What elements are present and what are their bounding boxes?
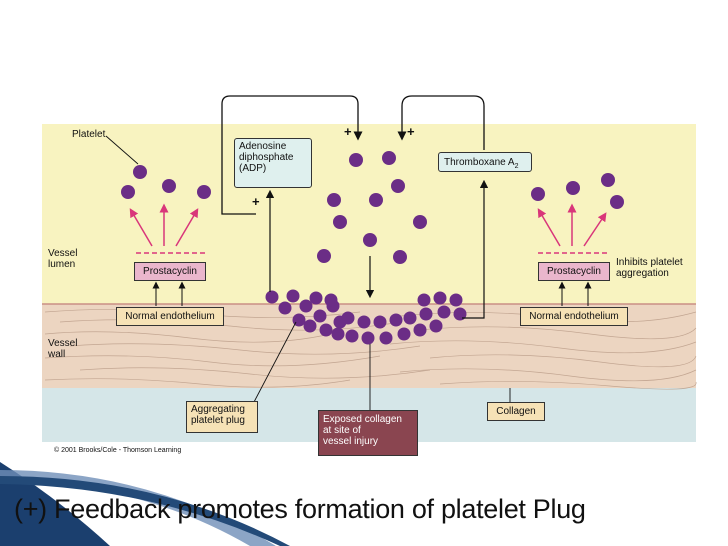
aggregating-plug-label: Aggregating platelet plug: [191, 404, 245, 426]
prostacyclin-label-left: Prostacyclin: [143, 266, 197, 277]
exposed-collagen-label: Exposed collagen at site of vessel injur…: [323, 414, 402, 447]
plus-sign-3: +: [252, 194, 260, 209]
vessel-wall-label: Vessel wall: [48, 338, 78, 360]
normal-endothelium-label-right: Normal endothelium: [529, 311, 619, 322]
normal-endothelium-label-left: Normal endothelium: [125, 311, 215, 322]
adp-label: Adenosine diphosphate (ADP): [239, 141, 294, 174]
normal-endothelium-box-right: Normal endothelium: [520, 307, 628, 326]
slide-caption: (+) Feedback promotes formation of plate…: [14, 494, 586, 524]
copyright-text: © 2001 Brooks/Cole - Thomson Learning: [54, 447, 182, 454]
repel-arrows-left: [129, 203, 199, 247]
exposed-collagen-box: Exposed collagen at site of vessel injur…: [318, 410, 418, 456]
adp-box: Adenosine diphosphate (ADP): [234, 138, 312, 188]
collagen-label: Collagen: [496, 406, 536, 417]
plus-sign-2: +: [407, 124, 415, 139]
thromboxane-box: Thromboxane A2: [438, 152, 532, 172]
platelet-plug-cluster: [265, 289, 467, 345]
normal-endothelium-box-left: Normal endothelium: [116, 307, 224, 326]
free-platelets: [121, 151, 624, 264]
inhibits-label: Inhibits platelet aggregation: [616, 257, 683, 279]
vessel-lumen-label: Vessel lumen: [48, 248, 78, 270]
plus-sign-1: +: [344, 124, 352, 139]
endothelium-to-prostacyclin-arrows: [152, 281, 592, 306]
signal-arrows: [265, 179, 489, 319]
thromboxane-subscript: 2: [514, 163, 519, 170]
platelet-label: Platelet: [72, 129, 106, 140]
pointer-lines: [105, 135, 511, 410]
prostacyclin-box-right: Prostacyclin: [538, 262, 610, 281]
prostacyclin-label-right: Prostacyclin: [547, 266, 601, 277]
collagen-box: Collagen: [487, 402, 545, 421]
repel-arrows-right: [537, 203, 607, 247]
feedback-loops: [221, 95, 485, 215]
prostacyclin-box-left: Prostacyclin: [134, 262, 206, 281]
thromboxane-label: Thromboxane A: [444, 157, 515, 168]
aggregating-plug-box: Aggregating platelet plug: [186, 401, 258, 433]
caption-swoosh: [0, 462, 290, 546]
